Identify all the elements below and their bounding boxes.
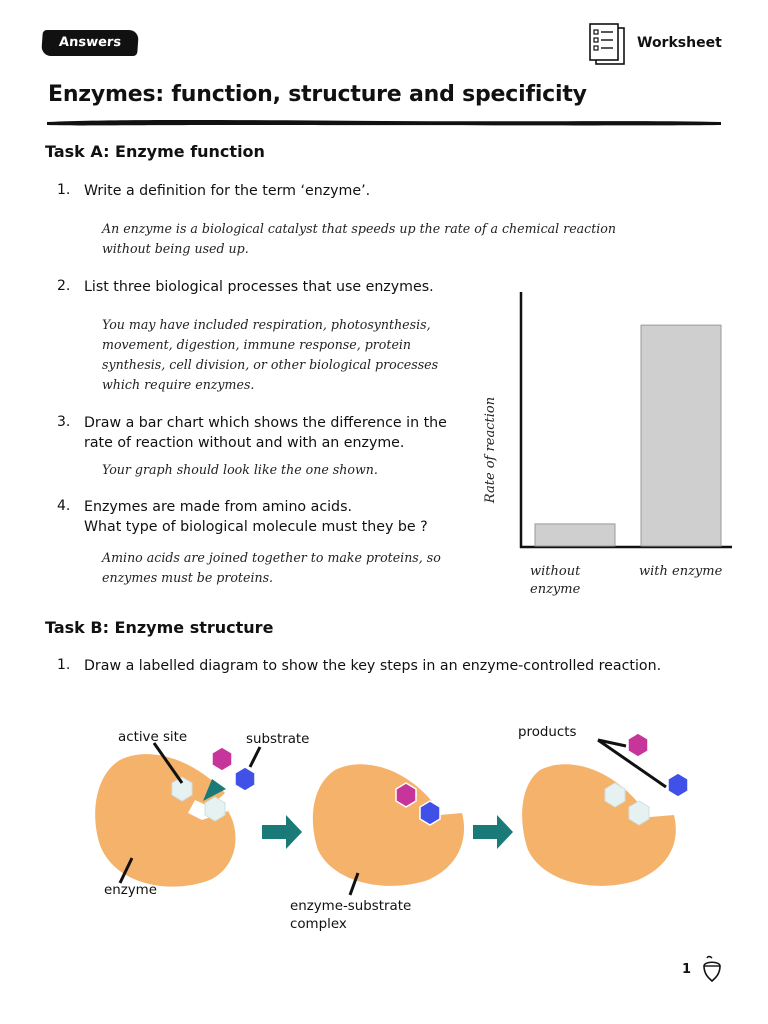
substrate-blue xyxy=(234,766,256,792)
page-title: Enzymes: function, structure and specifi… xyxy=(48,82,587,107)
question-text: List three biological processes that use… xyxy=(84,279,434,295)
label-pointer xyxy=(152,742,184,784)
substrate-magenta xyxy=(395,782,417,808)
answer-text: which require enzymes. xyxy=(102,377,255,392)
active-site-shape xyxy=(204,796,226,822)
enzyme-shape xyxy=(95,754,236,887)
question-text: What type of biological molecule must th… xyxy=(84,519,428,535)
answer-text: synthesis, cell division, or other biolo… xyxy=(102,357,439,372)
active-site-shape xyxy=(628,800,650,826)
question-text: Draw a bar chart which shows the differe… xyxy=(84,415,447,431)
question-number: 3. xyxy=(57,414,71,430)
question-text: Write a definition for the term ‘enzyme’… xyxy=(84,183,371,199)
category-label: with enzyme xyxy=(639,564,723,579)
enzyme-label: enzyme xyxy=(104,883,157,898)
task-b-heading: Task B: Enzyme structure xyxy=(45,618,274,637)
answers-badge: Answers xyxy=(41,30,139,56)
answer-text: Amino acids are joined together to make … xyxy=(102,550,441,565)
product-blue xyxy=(667,772,689,798)
reaction-arrow xyxy=(262,815,302,849)
complex-label: complex xyxy=(290,917,347,932)
answer-text: Your graph should look like the one show… xyxy=(102,462,378,477)
answer-text: An enzyme is a biological catalyst that … xyxy=(102,221,616,236)
answer-text: movement, digestion, immune response, pr… xyxy=(102,337,412,352)
label-pointer xyxy=(118,857,134,884)
worksheet-icon xyxy=(589,23,625,65)
question-number: 1. xyxy=(57,657,71,673)
reaction-arrow xyxy=(473,815,513,849)
question-text: Draw a labelled diagram to show the key … xyxy=(84,658,662,674)
rate-of-reaction-chart: Rate of reaction without enzyme with enzym… xyxy=(483,292,732,597)
bar-1 xyxy=(534,523,616,547)
category-label: enzyme xyxy=(530,582,581,597)
enzyme-shape xyxy=(312,764,465,886)
substrate-label: substrate xyxy=(246,732,309,747)
active-site-label: active site xyxy=(118,730,187,745)
question-number: 1. xyxy=(57,182,71,198)
substrate-blue xyxy=(419,800,441,826)
acorn-logo-icon xyxy=(703,955,721,983)
active-site-shape xyxy=(604,782,626,808)
answer-text: enzymes must be proteins. xyxy=(102,570,274,585)
complex-label: enzyme-substrate xyxy=(290,899,411,914)
product-magenta xyxy=(627,732,649,758)
question-number: 4. xyxy=(57,498,71,514)
enzyme-reaction-diagram: active site substrate enzyme enzyme-subs… xyxy=(95,725,689,932)
enzyme-shape xyxy=(522,764,676,886)
worksheet-label: Worksheet xyxy=(637,35,722,51)
title-underline xyxy=(47,120,721,126)
page-number: 1 xyxy=(682,962,692,977)
category-label: without xyxy=(530,564,581,579)
bar-2 xyxy=(640,324,722,547)
question-text: Enzymes are made from amino acids. xyxy=(84,499,352,515)
task-a-heading: Task A: Enzyme function xyxy=(45,142,265,161)
answer-text: You may have included respiration, photo… xyxy=(102,317,431,332)
products-label: products xyxy=(518,725,577,740)
label-pointer xyxy=(248,746,262,768)
question-number: 2. xyxy=(57,278,71,294)
question-text: rate of reaction without and with an enz… xyxy=(84,435,405,451)
active-site-shape xyxy=(171,776,193,802)
label-pointer xyxy=(597,738,667,789)
substrate-magenta xyxy=(211,746,233,772)
y-axis-label: Rate of reaction xyxy=(483,397,498,504)
label-pointer xyxy=(597,738,627,748)
label-pointer xyxy=(348,872,360,896)
answer-text: without being used up. xyxy=(102,241,249,256)
site-pointer xyxy=(203,779,226,801)
